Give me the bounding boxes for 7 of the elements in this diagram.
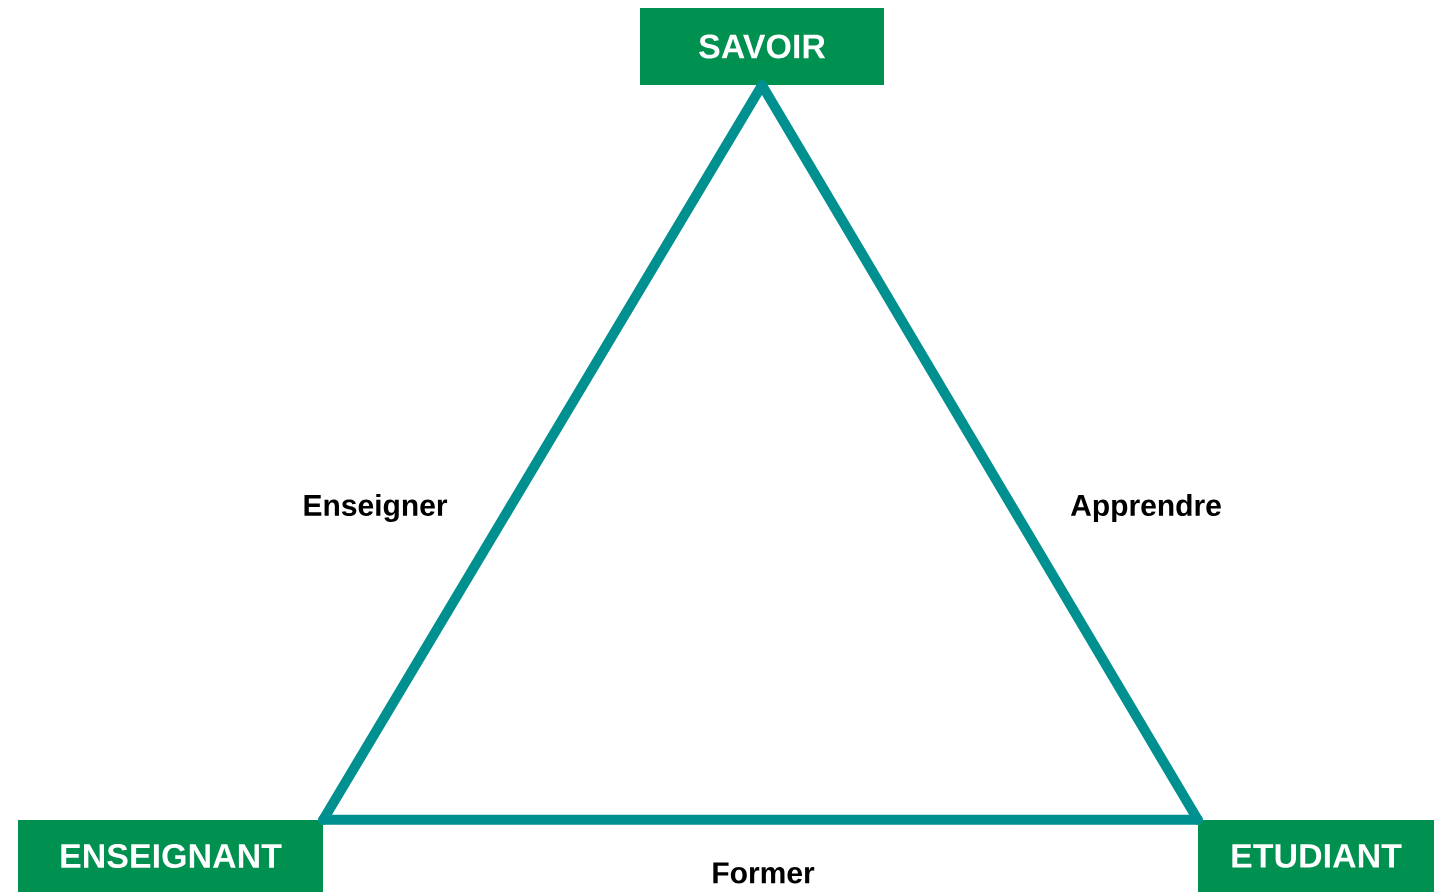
label-box: ETUDIANT — [1198, 820, 1434, 892]
triangle-side — [318, 814, 1203, 825]
edge-label: Former — [713, 862, 815, 884]
label-box: SAVOIR — [640, 8, 884, 85]
edge-label: Enseigner — [304, 493, 448, 523]
label-box: ENSEIGNANT — [18, 820, 323, 892]
edge-label: Apprendre — [1070, 494, 1221, 522]
